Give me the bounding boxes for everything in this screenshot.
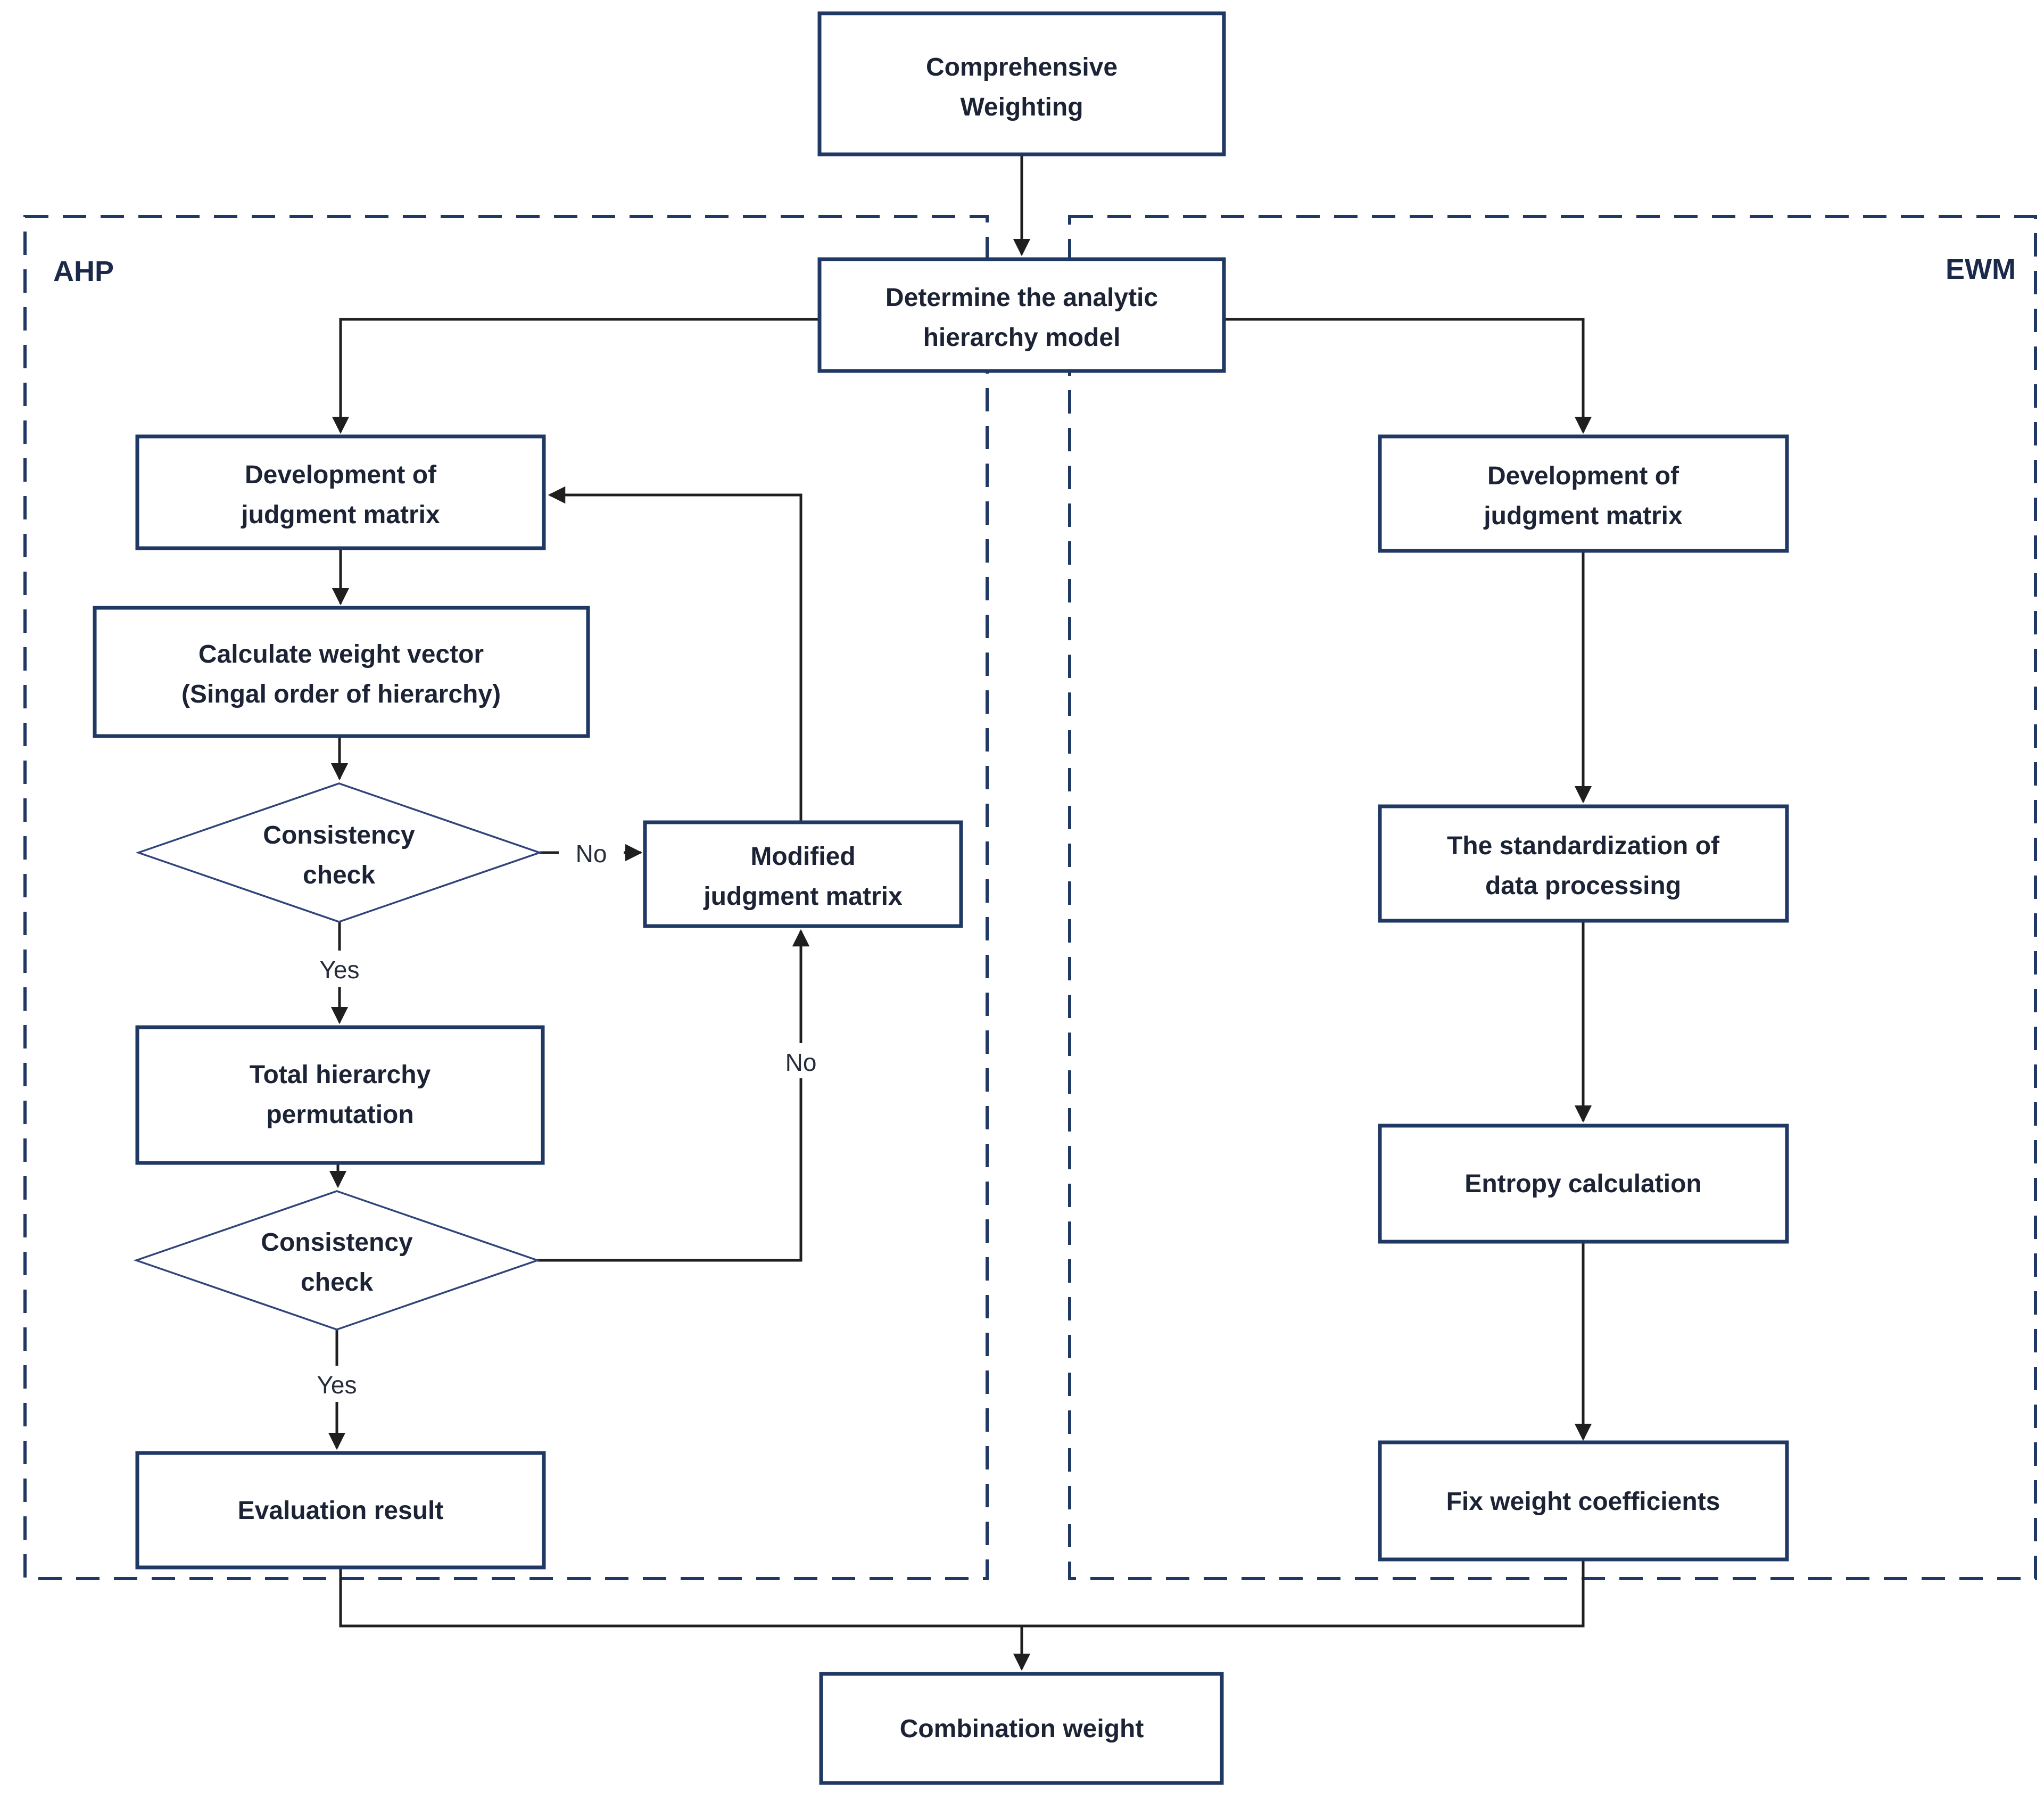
node-consistency-check-2: Consistency check bbox=[133, 1190, 541, 1331]
fix-weight-coefficients-box bbox=[1378, 1440, 1789, 1562]
comprehensive-weighting-line2: Weighting bbox=[960, 93, 1083, 121]
total-hierarchy-permutation-line1: Total hierarchy bbox=[250, 1061, 431, 1089]
node-total-hierarchy-permutation: Total hierarchy permutation bbox=[135, 1025, 545, 1165]
ahp-development-line1: Development of bbox=[245, 461, 437, 489]
node-modified-judgment-matrix: Modified judgment matrix bbox=[643, 820, 963, 928]
consistency2-no-label-bg bbox=[768, 1043, 833, 1078]
consistency1-yes-label-bg bbox=[302, 951, 377, 987]
node-evaluation-result: Evaluation result bbox=[135, 1451, 546, 1570]
consistency1-no-label: No bbox=[576, 840, 607, 868]
consistency2-yes-label-bg bbox=[300, 1366, 374, 1402]
ahp-region-label: AHP bbox=[53, 255, 114, 287]
modified-judgment-matrix-line1: Modified bbox=[750, 843, 855, 871]
standardization-box bbox=[1378, 804, 1789, 923]
node-entropy-calculation: Entropy calculation bbox=[1378, 1124, 1789, 1244]
node-fix-weight-coefficients: Fix weight coefficients bbox=[1378, 1440, 1789, 1562]
comprehensive-weighting-line1: Comprehensive bbox=[926, 53, 1118, 81]
total-hierarchy-permutation-box bbox=[135, 1025, 545, 1165]
determine-model-line1: Determine the analytic bbox=[886, 284, 1158, 312]
entropy-calculation-line1: Entropy calculation bbox=[1464, 1170, 1701, 1198]
node-calculate-weight-vector: Calculate weight vector (Singal order of… bbox=[93, 606, 590, 738]
determine-model-box bbox=[817, 257, 1226, 373]
node-consistency-check-1: Consistency check bbox=[135, 782, 543, 923]
combination-weight-box bbox=[819, 1672, 1224, 1785]
modified-judgment-matrix-line2: judgment matrix bbox=[703, 882, 903, 911]
ewm-development-line1: Development of bbox=[1487, 462, 1679, 490]
consistency-check-2-line1: Consistency bbox=[261, 1228, 413, 1257]
node-ewm-development: Development of judgment matrix bbox=[1378, 434, 1789, 553]
node-determine-model: Determine the analytic hierarchy model bbox=[817, 257, 1226, 373]
evaluation-result-line1: Evaluation result bbox=[238, 1497, 444, 1525]
consistency-check-2-diamond bbox=[133, 1190, 541, 1331]
ewm-region-label: EWM bbox=[1946, 253, 2016, 285]
consistency-check-2-line2: check bbox=[301, 1268, 373, 1297]
node-standardization: The standardization of data processing bbox=[1378, 804, 1789, 923]
node-combination-weight: Combination weight bbox=[819, 1672, 1224, 1785]
calculate-weight-vector-line1: Calculate weight vector bbox=[198, 640, 484, 668]
ahp-region-border bbox=[23, 215, 989, 1580]
ahp-region: AHP bbox=[23, 215, 989, 1580]
total-hierarchy-permutation-line2: permutation bbox=[266, 1101, 413, 1129]
edge-label-consistency2-no: No bbox=[768, 1043, 833, 1078]
ahp-development-box bbox=[135, 434, 546, 550]
edge-consistency2-no-to-modified bbox=[537, 929, 810, 1262]
node-ahp-development: Development of judgment matrix bbox=[135, 434, 546, 550]
calculate-weight-vector-line2: (Singal order of hierarchy) bbox=[181, 680, 501, 708]
node-comprehensive-weighting: Comprehensive Weighting bbox=[817, 11, 1226, 156]
consistency-check-1-line2: check bbox=[303, 861, 375, 889]
standardization-line1: The standardization of bbox=[1447, 832, 1720, 860]
edge-label-consistency1-no: No bbox=[559, 835, 624, 870]
ewm-region: EWM bbox=[1068, 215, 2037, 1580]
edge-merge-results bbox=[339, 1559, 1585, 1628]
combination-weight-line1: Combination weight bbox=[900, 1715, 1144, 1743]
edge-label-consistency1-yes: Yes bbox=[302, 951, 377, 987]
entropy-calculation-box bbox=[1378, 1124, 1789, 1244]
ewm-region-border bbox=[1068, 215, 2037, 1580]
calculate-weight-vector-box bbox=[93, 606, 590, 738]
consistency1-yes-label: Yes bbox=[319, 956, 359, 984]
edge-determine-to-ahp-development bbox=[332, 318, 820, 434]
consistency2-yes-label: Yes bbox=[317, 1371, 357, 1399]
edge-determine-to-ewm-development bbox=[1224, 318, 1592, 434]
edge-label-consistency2-yes: Yes bbox=[300, 1366, 374, 1402]
consistency-check-1-diamond bbox=[135, 782, 543, 923]
standardization-line2: data processing bbox=[1485, 872, 1681, 900]
ahp-development-line2: judgment matrix bbox=[241, 501, 440, 529]
ewm-development-box bbox=[1378, 434, 1789, 553]
modified-judgment-matrix-box bbox=[643, 820, 963, 928]
determine-model-line2: hierarchy model bbox=[923, 324, 1121, 352]
fix-weight-coefficients-line1: Fix weight coefficients bbox=[1446, 1488, 1720, 1516]
consistency2-no-label: No bbox=[785, 1048, 817, 1076]
edge-modified-to-ahp-development bbox=[548, 486, 802, 822]
ewm-development-line2: judgment matrix bbox=[1483, 502, 1683, 530]
evaluation-result-box bbox=[135, 1451, 546, 1570]
consistency1-no-label-bg bbox=[559, 835, 624, 870]
consistency-check-1-line1: Consistency bbox=[263, 821, 415, 849]
comprehensive-weighting-box bbox=[817, 11, 1226, 156]
